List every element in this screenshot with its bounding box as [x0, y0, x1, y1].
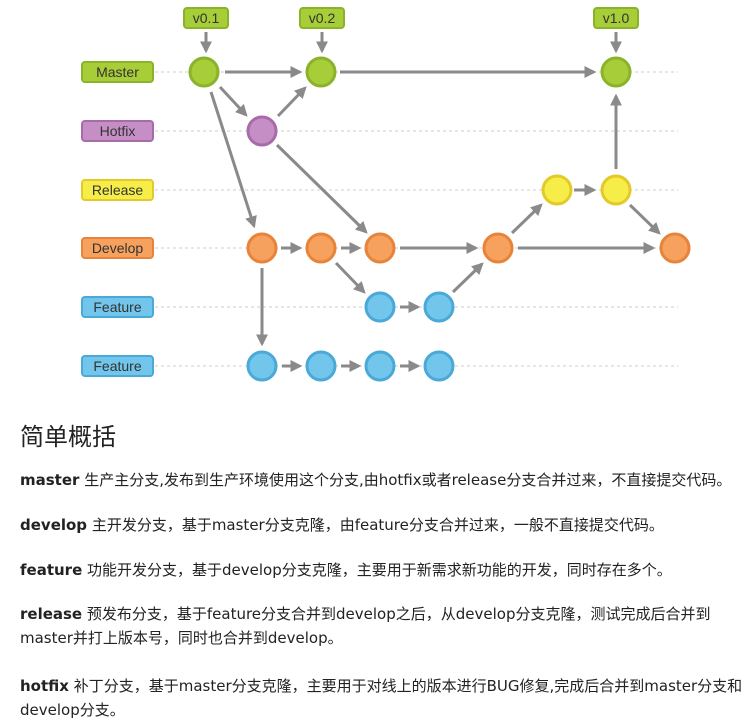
summary-term-develop: develop — [20, 516, 88, 534]
summary-desc-develop: 主开发分支，基于master分支克隆，由feature分支合并过来，一般不直接提… — [87, 516, 664, 534]
commit-feature1-1 — [364, 291, 396, 323]
commit-develop-1 — [246, 232, 278, 264]
lane-label-master-text: Master — [96, 64, 139, 80]
version-tags: v0.1 v0.2 v1.0 — [183, 7, 639, 29]
arrow-develop-release — [510, 203, 543, 235]
summary-desc-release: 预发布分支，基于feature分支合并到develop之后，从develop分支… — [20, 605, 711, 647]
arrow-hotfix-m2 — [276, 86, 307, 118]
tag-v0-2-text: v0.2 — [309, 10, 336, 26]
commit-hotfix-1 — [246, 115, 278, 147]
lane-guides — [155, 71, 678, 367]
lane-labels: Master Hotfix Release Develop Feature Fe… — [81, 61, 154, 377]
lane-label-feature-2-text: Feature — [93, 358, 141, 374]
lane-label-feature-2: Feature — [81, 355, 154, 377]
git-flow-diagram: Master Hotfix Release Develop Feature Fe… — [81, 7, 691, 382]
summary-term-hotfix: hotfix — [20, 677, 69, 695]
lane-label-develop: Develop — [81, 237, 154, 259]
tag-v0-1: v0.1 — [183, 7, 229, 29]
lane-label-develop-text: Develop — [92, 240, 144, 256]
summary-term-release: release — [20, 605, 83, 623]
commit-master-3 — [600, 56, 632, 88]
commit-feature2-4 — [423, 350, 455, 382]
lane-label-release: Release — [81, 179, 154, 201]
summary-item-master: master 生产主分支,发布到生产环境使用这个分支,由hotfix或者rele… — [20, 468, 744, 492]
summary-item-develop: develop 主开发分支，基于master分支克隆，由feature分支合并过… — [20, 513, 744, 537]
commit-release-2 — [600, 174, 632, 206]
commit-release-1 — [541, 174, 573, 206]
lane-label-release-text: Release — [92, 182, 144, 198]
summary-title: 简单概括 — [20, 423, 116, 451]
arrow-release-develop — [628, 203, 661, 235]
arrow-feature1-develop — [451, 262, 484, 294]
commit-feature2-3 — [364, 350, 396, 382]
commit-feature2-1 — [246, 350, 278, 382]
lane-label-feature-1-text: Feature — [93, 299, 141, 315]
summary-desc-hotfix: 补丁分支，基于master分支克隆，主要用于对线上的版本进行BUG修复,完成后合… — [20, 677, 743, 719]
commit-master-2 — [305, 56, 337, 88]
summary-item-feature: feature 功能开发分支，基于develop分支克隆，主要用于新需求新功能的… — [20, 558, 744, 582]
summary-item-hotfix: hotfix 补丁分支，基于master分支克隆，主要用于对线上的版本进行BUG… — [20, 674, 744, 722]
summary-desc-master: 生产主分支,发布到生产环境使用这个分支,由hotfix或者release分支合并… — [79, 471, 732, 489]
commit-develop-5 — [659, 232, 691, 264]
commits — [188, 56, 691, 382]
arrow-m1-develop — [209, 91, 257, 229]
tag-v1-0: v1.0 — [593, 7, 639, 29]
tag-v0-2: v0.2 — [299, 7, 345, 29]
arrow-develop-feature1 — [334, 261, 366, 294]
commit-develop-4 — [482, 232, 514, 264]
commit-master-1 — [188, 56, 220, 88]
lane-label-hotfix: Hotfix — [81, 120, 154, 142]
commit-develop-2 — [305, 232, 337, 264]
commit-develop-3 — [364, 232, 396, 264]
commit-feature2-2 — [305, 350, 337, 382]
summary-term-master: master — [20, 471, 80, 489]
tag-v1-0-text: v1.0 — [603, 10, 630, 26]
summary-desc-feature: 功能开发分支，基于develop分支克隆，主要用于新需求新功能的开发，同时存在多… — [82, 561, 672, 579]
summary-term-feature: feature — [20, 561, 83, 579]
arrow-hotfix-develop — [275, 143, 368, 234]
commit-feature1-2 — [423, 291, 455, 323]
arrows — [200, 32, 661, 372]
summary-item-release: release 预发布分支，基于feature分支合并到develop之后，从d… — [20, 602, 744, 650]
arrow-m1-hotfix — [218, 85, 248, 117]
tag-v0-1-text: v0.1 — [193, 10, 220, 26]
lane-label-master: Master — [81, 61, 154, 83]
lane-label-feature-1: Feature — [81, 296, 154, 318]
lane-label-hotfix-text: Hotfix — [100, 123, 136, 139]
